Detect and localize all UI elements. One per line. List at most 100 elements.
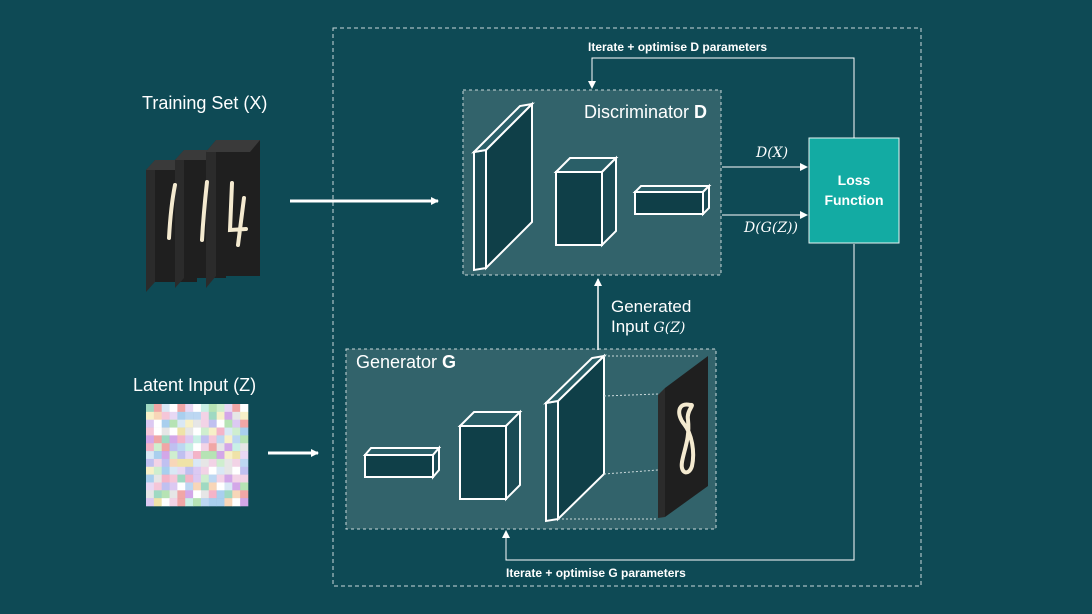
noise-cell xyxy=(216,443,225,452)
loss-function-line2: Function xyxy=(824,192,884,208)
noise-cell xyxy=(161,419,170,428)
noise-cell xyxy=(240,451,249,460)
discriminator-title-prefix: Discriminator xyxy=(584,102,695,122)
noise-cell xyxy=(208,498,217,507)
noise-cell xyxy=(153,427,162,436)
noise-cell xyxy=(146,466,155,475)
noise-cell xyxy=(216,427,225,436)
noise-cell xyxy=(232,490,241,499)
discriminator-symbol: D xyxy=(694,102,708,122)
noise-cell xyxy=(146,490,155,499)
output-dgz-label: D(G(Z)) xyxy=(744,220,798,236)
noise-cell xyxy=(240,435,249,444)
noise-cell xyxy=(153,458,162,468)
noise-cell xyxy=(169,466,178,475)
noise-cell xyxy=(232,498,241,507)
noise-cell xyxy=(161,474,170,483)
noise-cell xyxy=(177,427,186,436)
noise-cell xyxy=(185,404,194,413)
noise-cell xyxy=(200,482,210,491)
noise-cell xyxy=(240,474,249,483)
noise-cell xyxy=(177,411,186,420)
noise-cell xyxy=(224,466,233,475)
noise-cell xyxy=(153,498,162,507)
noise-cell xyxy=(216,498,225,507)
noise-cell xyxy=(146,443,155,452)
noise-cell xyxy=(169,498,178,507)
noise-cell xyxy=(208,482,217,491)
generator-symbol: G xyxy=(442,352,457,372)
noise-cell xyxy=(200,435,210,444)
noise-cell xyxy=(169,482,178,491)
noise-cell xyxy=(177,466,186,475)
noise-cell xyxy=(146,451,155,460)
noise-cell xyxy=(185,458,194,468)
noise-cell xyxy=(240,411,249,420)
noise-cell xyxy=(232,435,241,444)
noise-cell xyxy=(161,435,170,444)
noise-cell xyxy=(146,482,155,491)
noise-cell xyxy=(216,482,225,491)
noise-cell xyxy=(177,458,186,468)
noise-cell xyxy=(146,427,155,436)
generator-layer-1 xyxy=(362,445,442,480)
generator-box xyxy=(345,348,717,530)
noise-cell xyxy=(232,482,241,491)
noise-cell xyxy=(216,419,225,428)
digit-8-stroke xyxy=(677,402,696,475)
noise-cell xyxy=(177,490,186,499)
noise-cell xyxy=(240,498,249,507)
noise-cell xyxy=(153,482,162,491)
noise-cell xyxy=(193,498,202,507)
noise-cell xyxy=(161,498,170,507)
generated-input-math: G(Z) xyxy=(653,320,686,336)
noise-cell xyxy=(240,427,249,436)
discriminator-title: Discriminator D xyxy=(584,102,707,123)
noise-cell xyxy=(216,435,225,444)
digit-1b-stroke xyxy=(200,180,209,242)
noise-cell xyxy=(240,458,249,468)
noise-cell xyxy=(224,490,233,499)
noise-cell xyxy=(232,443,241,452)
noise-cell xyxy=(200,427,210,436)
noise-cell xyxy=(208,451,217,460)
noise-cell xyxy=(169,419,178,428)
noise-cell xyxy=(177,474,186,483)
noise-cell xyxy=(185,411,194,420)
noise-cell xyxy=(208,427,217,436)
noise-cell xyxy=(161,490,170,499)
noise-cell xyxy=(146,498,155,507)
noise-cell xyxy=(146,404,155,413)
noise-cell xyxy=(232,419,241,428)
noise-cell xyxy=(224,482,233,491)
noise-cell xyxy=(232,404,241,413)
noise-cell xyxy=(216,404,225,413)
noise-cell xyxy=(208,411,217,420)
noise-cell xyxy=(224,474,233,483)
noise-cell xyxy=(232,451,241,460)
noise-cell xyxy=(169,427,178,436)
noise-cell xyxy=(216,458,225,468)
noise-cell xyxy=(146,411,155,420)
projection-lines xyxy=(558,355,700,520)
noise-cell xyxy=(153,435,162,444)
noise-cell xyxy=(177,482,186,491)
noise-cell xyxy=(200,498,210,507)
noise-cell xyxy=(240,482,249,491)
noise-cell xyxy=(232,466,241,475)
noise-cell xyxy=(185,490,194,499)
noise-cell xyxy=(208,419,217,428)
noise-cell xyxy=(169,458,178,468)
noise-cell xyxy=(224,427,233,436)
noise-cell xyxy=(200,419,210,428)
noise-cell xyxy=(216,411,225,420)
digit-1-stroke xyxy=(167,183,177,240)
noise-cell xyxy=(200,451,210,460)
noise-cell xyxy=(224,443,233,452)
latent-input-label: Latent Input (Z) xyxy=(133,375,257,395)
noise-cell xyxy=(208,474,217,483)
noise-cell xyxy=(240,404,249,413)
noise-cell xyxy=(216,474,225,483)
noise-cell xyxy=(146,419,155,428)
